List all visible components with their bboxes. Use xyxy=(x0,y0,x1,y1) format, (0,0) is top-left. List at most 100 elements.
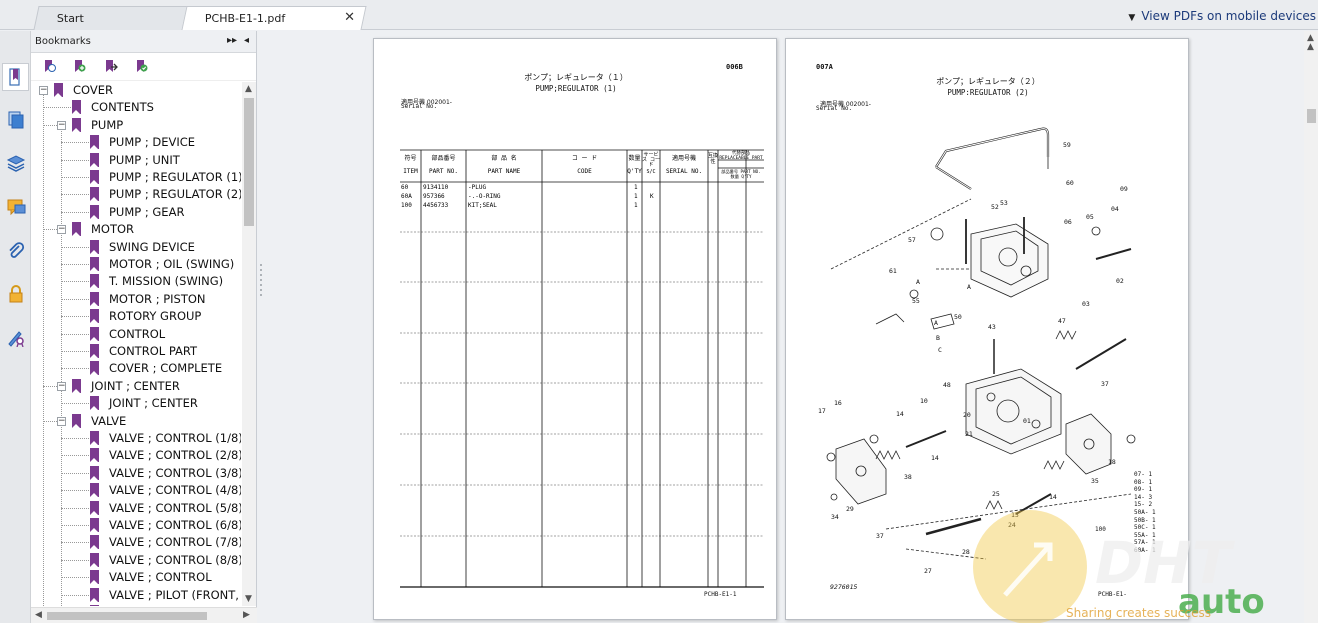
collapse-panel-button[interactable]: ◂ xyxy=(244,35,250,46)
bookmark-item[interactable]: PUMP ; DEVICE xyxy=(31,134,241,151)
horizontal-scrollbar-thumb[interactable] xyxy=(47,612,207,620)
bookmark-ribbon-icon xyxy=(90,344,99,358)
bookmark-item[interactable]: CONTROL PART xyxy=(31,343,241,360)
pages-thumbnails-icon[interactable] xyxy=(6,110,26,130)
tree-connector xyxy=(61,316,89,318)
bookmark-item[interactable]: SWING DEVICE xyxy=(31,239,241,256)
tree-connector xyxy=(61,525,89,526)
signatures-icon[interactable] xyxy=(6,327,26,348)
scrollbar-thumb[interactable] xyxy=(244,98,254,226)
bookmark-item[interactable]: VALVE ; CONTROL (8/8) xyxy=(31,552,241,569)
col-code-header-en: CODE xyxy=(577,168,592,175)
parts-table-grid xyxy=(400,149,764,588)
collapse-toggle-icon[interactable]: − xyxy=(57,119,66,130)
kit-list-item: 57A- 1 xyxy=(1134,539,1156,547)
add-bookmark-icon[interactable] xyxy=(72,59,87,74)
tree-connector xyxy=(61,490,89,492)
security-lock-icon[interactable] xyxy=(6,284,26,304)
attachments-paperclip-icon[interactable] xyxy=(6,241,26,261)
view-on-mobile-label: View PDFs on mobile devices xyxy=(1141,9,1316,23)
scroll-up-arrow-icon[interactable]: ▲ xyxy=(1307,42,1314,52)
tree-connector xyxy=(61,472,89,474)
bookmark-item[interactable]: MOTOR ; OIL (SWING) xyxy=(31,256,241,273)
layers-icon[interactable] xyxy=(6,153,26,173)
bookmark-item[interactable]: − MOTOR xyxy=(31,221,241,238)
bookmark-item[interactable]: PUMP ; REGULATOR (1) xyxy=(31,169,241,186)
bookmarks-options-button[interactable]: ▸▸ xyxy=(227,35,238,46)
bookmark-item[interactable]: VALVE ; CONTROL (7/8) xyxy=(31,534,241,551)
tree-connector xyxy=(61,246,89,248)
bookmark-label: MOTOR xyxy=(91,222,135,237)
row-qty: 1 xyxy=(634,202,638,209)
scroll-right-arrow-icon[interactable]: ▶ xyxy=(243,610,250,620)
collapse-toggle-icon[interactable]: − xyxy=(57,380,66,391)
svg-text:53: 53 xyxy=(1000,199,1008,207)
tree-connector xyxy=(61,281,89,283)
navigation-panel-strip xyxy=(0,31,31,623)
bookmarks-vertical-scrollbar[interactable]: ▲ ▼ xyxy=(242,82,256,606)
scroll-up-arrow-icon[interactable]: ▲ xyxy=(245,84,252,94)
collapse-toggle-icon[interactable]: − xyxy=(39,85,48,95)
bookmark-item[interactable]: VALVE ; CONTROL (4/8) xyxy=(31,482,241,499)
go-to-bookmark-icon[interactable] xyxy=(103,59,118,74)
bookmark-item[interactable]: ROTORY GROUP xyxy=(31,308,241,325)
bookmark-label: PUMP ; REGULATOR (1) xyxy=(109,170,241,184)
expand-bookmark-icon[interactable] xyxy=(42,59,57,74)
document-scrollbar-thumb[interactable] xyxy=(1307,109,1316,123)
bookmarks-horizontal-scrollbar[interactable]: ◀ ▶ xyxy=(31,607,257,623)
bookmark-item[interactable]: −JOINT ; CENTER xyxy=(31,378,241,395)
bookmark-label: JOINT ; CENTER xyxy=(109,396,198,411)
bookmark-properties-icon[interactable] xyxy=(134,59,149,74)
bookmark-item[interactable]: VALVE ; PILOT (FRONT, xyxy=(31,587,241,604)
page-footer: PCHB-E1- xyxy=(1098,591,1127,598)
close-tab-icon[interactable]: ✕ xyxy=(344,10,356,25)
bookmark-item[interactable]: VALVE ; CONTROL (2/8) xyxy=(31,447,241,464)
bookmark-item[interactable]: VALVE ; CONTROL (6/8) xyxy=(31,517,241,534)
svg-text:38: 38 xyxy=(904,473,912,481)
panel-splitter-handle[interactable] xyxy=(258,261,264,301)
page-code: 007A xyxy=(816,63,833,71)
bookmark-item[interactable]: COVER ; COMPLETE xyxy=(31,360,241,377)
bookmark-ribbon-icon xyxy=(90,239,99,254)
svg-text:21: 21 xyxy=(965,430,973,438)
bookmark-ribbon-icon xyxy=(90,552,99,567)
comments-icon[interactable] xyxy=(6,197,26,217)
bookmarks-panel-icon[interactable] xyxy=(2,63,29,91)
bookmark-item[interactable]: MOTOR ; PISTON xyxy=(31,291,241,308)
document-vertical-scrollbar[interactable]: ▲ ▲ xyxy=(1304,31,1318,623)
bookmark-item[interactable]: VALVE ; CONTROL (5/8) xyxy=(31,500,241,517)
bookmark-item[interactable]: CONTROL xyxy=(31,326,241,343)
bookmark-label: VALVE ; CONTROL (5/8) xyxy=(109,500,241,515)
scroll-up-arrow-icon[interactable]: ▲ xyxy=(1307,33,1314,43)
bookmark-item[interactable]: VALVE ; CONTROL xyxy=(31,569,241,586)
bookmark-item[interactable]: VALVE ; CONTROL (1/8) xyxy=(31,430,241,447)
bookmark-item[interactable]: −COVER xyxy=(31,82,241,99)
collapse-toggle-icon[interactable]: − xyxy=(57,415,66,426)
view-on-mobile-link[interactable]: ▼View PDFs on mobile devices xyxy=(1128,9,1316,23)
scroll-down-arrow-icon[interactable]: ▼ xyxy=(245,594,252,604)
document-view[interactable]: 006B ポンプ；レギュレータ（１） PUMP;REGULATOR (1) 適用… xyxy=(258,31,1318,623)
bookmark-ribbon-icon xyxy=(90,483,99,498)
bookmark-item[interactable]: PUMP ; GEAR xyxy=(31,204,241,221)
svg-text:14: 14 xyxy=(1049,493,1057,501)
tree-connector xyxy=(61,159,89,161)
bookmark-item[interactable]: PUMP ; UNIT xyxy=(31,152,241,169)
bookmark-item[interactable]: VALVE ; PILOT (TRAVEL xyxy=(31,604,241,606)
bookmark-item[interactable]: CONTENTS xyxy=(31,99,241,116)
bookmark-item[interactable]: −PUMP xyxy=(31,117,241,134)
bookmark-ribbon-icon xyxy=(90,291,99,306)
bookmark-item[interactable]: −VALVE xyxy=(31,413,241,430)
bookmark-item[interactable]: T. MISSION (SWING) xyxy=(31,273,241,290)
collapse-toggle-icon[interactable]: − xyxy=(57,224,66,235)
tab-start[interactable]: Start xyxy=(33,6,191,30)
tab-pdf-document[interactable]: PCHB-E1-1.pdf ✕ xyxy=(181,6,367,30)
bookmark-item[interactable]: JOINT ; CENTER xyxy=(31,395,241,412)
svg-text:47: 47 xyxy=(1058,317,1066,325)
bookmark-item[interactable]: VALVE ; CONTROL (3/8) xyxy=(31,465,241,482)
bookmark-item[interactable]: PUMP ; REGULATOR (2) xyxy=(31,186,241,203)
scroll-left-arrow-icon[interactable]: ◀ xyxy=(35,610,42,620)
